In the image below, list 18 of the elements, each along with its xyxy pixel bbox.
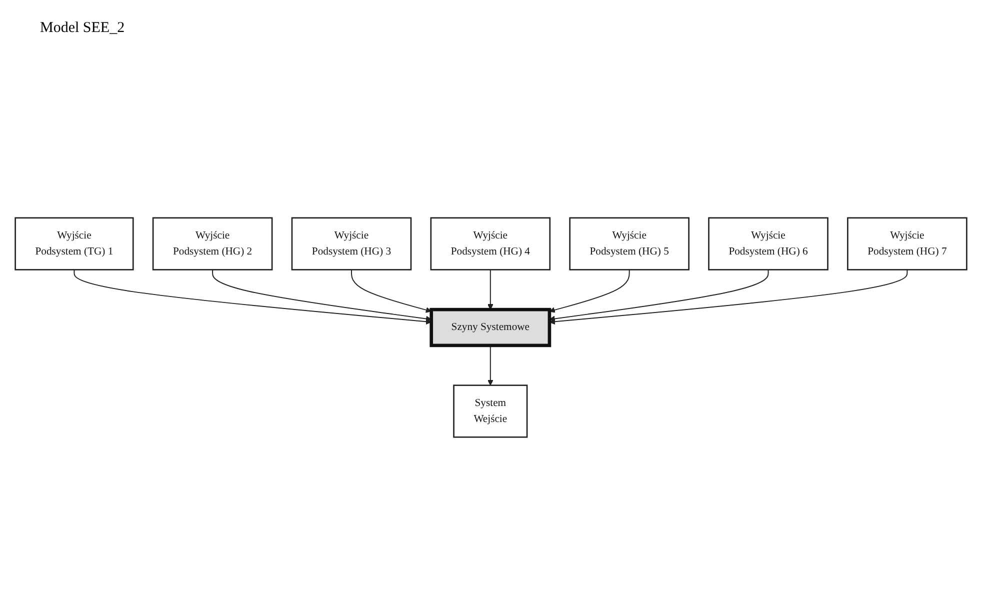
- arrow: [350, 269, 432, 313]
- node-box: System Wejście: [453, 384, 528, 438]
- arrow: [549, 269, 908, 325]
- arrow: [74, 269, 432, 325]
- node-box: Wyjście Podsystem (HG) 6: [708, 217, 828, 270]
- node-box: Wyjście Podsystem (HG) 2: [152, 217, 273, 270]
- node-box: Szyny Systemowe: [430, 308, 552, 348]
- node-box: Wyjście Podsystem (HG) 5: [569, 217, 690, 270]
- arrow: [549, 269, 769, 322]
- arrow: [212, 269, 432, 322]
- arrow: [487, 344, 494, 386]
- arrow: [549, 269, 630, 313]
- node-box: Wyjście Podsystem (HG) 3: [291, 217, 412, 270]
- node-box: Wyjście Podsystem (HG) 4: [430, 217, 551, 270]
- arrow: [487, 269, 494, 310]
- diagram-title: Model SEE_2: [40, 20, 125, 37]
- node-box: Wyjście Podsystem (HG) 7: [847, 217, 968, 270]
- node-box: Wyjście Podsystem (TG) 1: [14, 217, 134, 270]
